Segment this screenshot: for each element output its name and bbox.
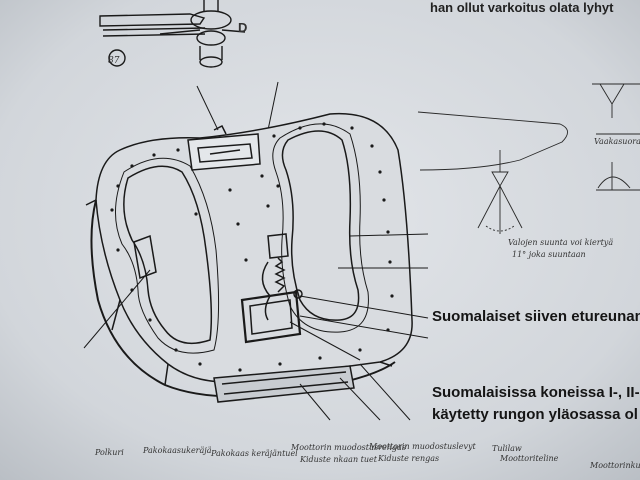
- bottom-label: Moottorinkuorukse: [590, 461, 640, 470]
- label-valojen-line1: Valojen suunta voi kiertyä: [508, 238, 614, 247]
- wing-sketch: [417, 83, 640, 234]
- bottom-label: Moottoriteline: [500, 454, 559, 463]
- caption-line-3: käytetty rungon yläosassa ol: [432, 406, 638, 423]
- bottom-label: Pakokaasukeräjä: [143, 446, 212, 455]
- label-vaakasuora: Vaakasuora: [594, 137, 640, 146]
- bottom-label: Moottorin muodostuslevyt: [369, 442, 476, 451]
- bottom-label: Polkuri: [95, 448, 124, 457]
- header-text: han ollut varkoitus olata lyhyt: [430, 0, 614, 15]
- bottom-label: Tulilaw: [492, 444, 522, 453]
- cowling-part: [85, 112, 413, 403]
- label-valojen-line2: 11° joka suuntaan: [512, 250, 586, 259]
- label-87: 87: [108, 56, 120, 66]
- leader-lines-right: [83, 233, 429, 421]
- caption-line-2: Suomalaisissa koneissa I-, II-: [432, 384, 640, 401]
- caption-line-1: Suomalaiset siiven etureunan: [432, 308, 640, 325]
- bracket-detail: [99, 0, 246, 68]
- leader-lines-top: [196, 81, 279, 131]
- label-d: D: [238, 20, 248, 35]
- bottom-label: Moottorin muodostusrengas: [291, 443, 406, 452]
- bottom-label: Pakokaas keräjäntuel: [211, 449, 298, 458]
- bottom-label: Kiduste rengas: [378, 454, 440, 463]
- bottom-label: Kiduste nkaan tuet: [300, 455, 377, 464]
